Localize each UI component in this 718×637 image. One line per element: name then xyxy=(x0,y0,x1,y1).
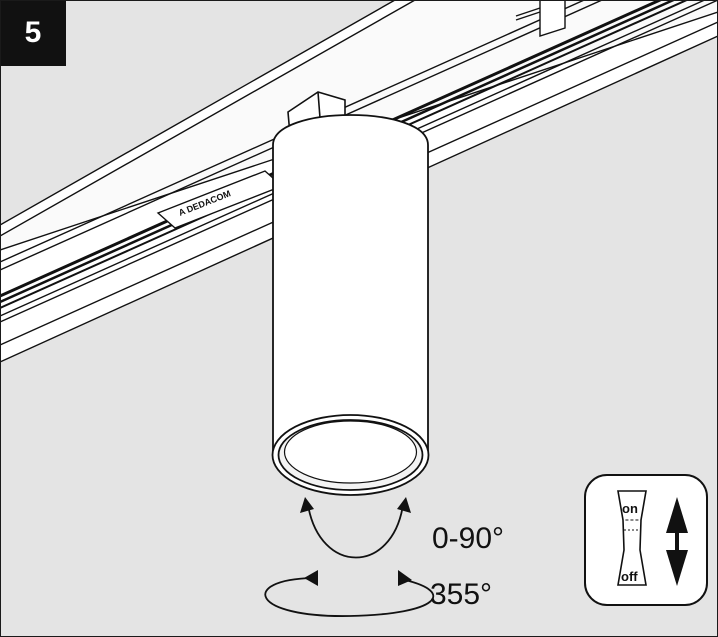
double-arrow-icon xyxy=(666,497,688,586)
tilt-arrow xyxy=(300,497,411,559)
spotlight-body xyxy=(271,114,430,496)
switch-off-label: off xyxy=(621,569,638,584)
switch-icon: on off xyxy=(584,474,708,606)
step-number-badge: 5 xyxy=(0,0,66,66)
rotation-arrow xyxy=(264,570,435,617)
tilt-angle-label: 0-90° xyxy=(432,522,504,555)
switch-on-label: on xyxy=(622,501,638,516)
rotation-angle-label: 355° xyxy=(430,578,492,611)
